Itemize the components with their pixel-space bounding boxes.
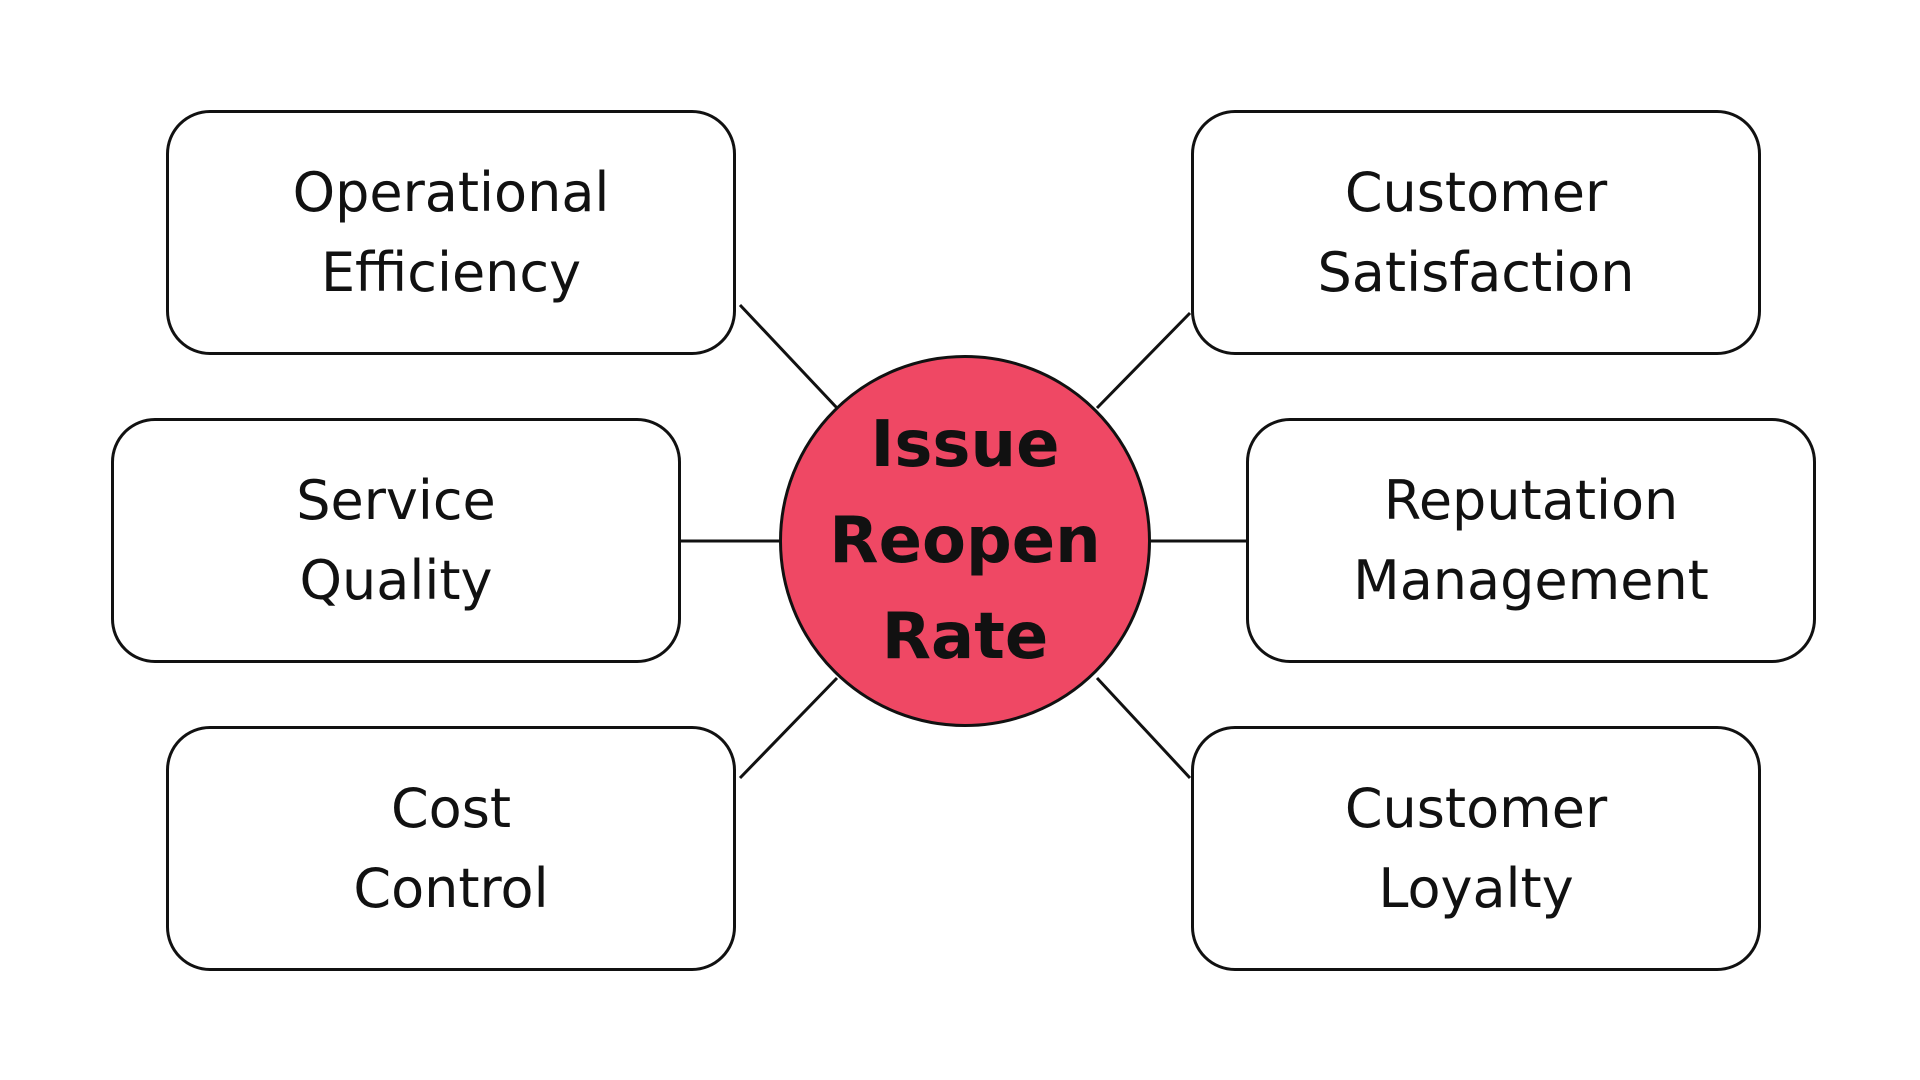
node-label-line: Efficiency: [320, 240, 582, 304]
connector-top-left: [738, 303, 839, 410]
hub-label-line: Issue: [870, 408, 1060, 482]
node-cost-control: Cost Control: [166, 726, 736, 971]
connector-bottom-left: [738, 676, 839, 780]
central-hub-issue-reopen-rate: Issue Reopen Rate: [779, 355, 1151, 727]
connector-bottom-right: [1095, 676, 1192, 780]
node-customer-satisfaction: Customer Satisfaction: [1191, 110, 1761, 355]
node-label-line: Management: [1353, 548, 1709, 612]
hub-label-line: Rate: [881, 600, 1049, 674]
node-service-quality: Service Quality: [111, 418, 681, 663]
node-label-line: Customer: [1344, 160, 1608, 224]
node-label-line: Customer: [1344, 776, 1608, 840]
node-customer-loyalty: Customer Loyalty: [1191, 726, 1761, 971]
hub-label-line: Reopen: [829, 504, 1101, 578]
connector-top-right: [1095, 311, 1192, 410]
node-label-line: Loyalty: [1378, 856, 1574, 920]
node-label-line: Cost: [390, 776, 512, 840]
node-label-line: Service: [296, 468, 496, 532]
node-label-line: Operational: [292, 160, 610, 224]
node-operational-efficiency: Operational Efficiency: [166, 110, 736, 355]
node-label-line: Reputation: [1383, 468, 1679, 532]
node-label-line: Quality: [299, 548, 493, 612]
node-reputation-management: Reputation Management: [1246, 418, 1816, 663]
node-label-line: Control: [353, 856, 549, 920]
node-label-line: Satisfaction: [1317, 240, 1635, 304]
